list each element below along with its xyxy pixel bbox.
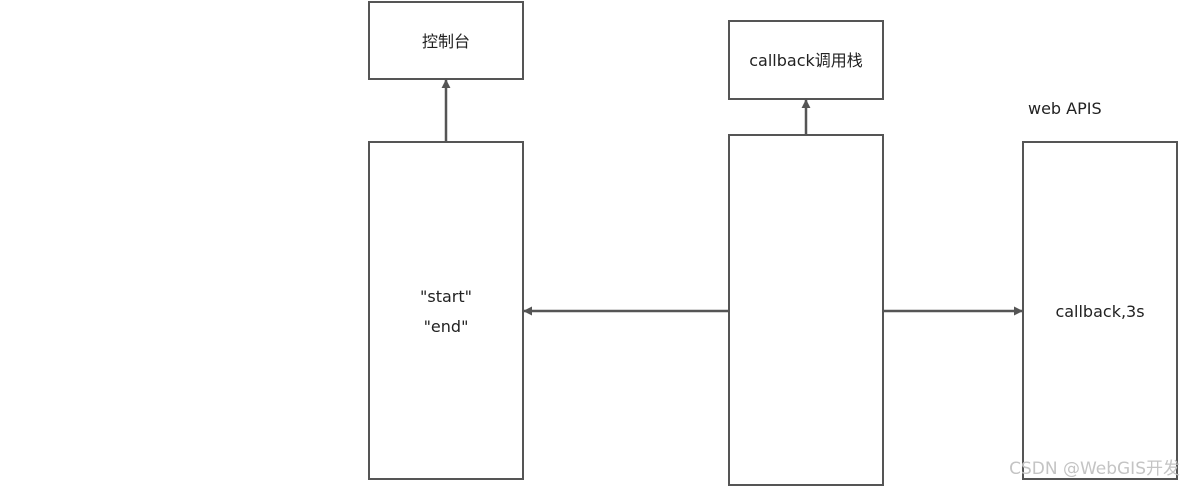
output-end-text: "end" [424,317,469,336]
web-apis-title: web APIS [1028,99,1102,118]
console-label: 控制台 [422,32,470,51]
callback-call-stack-label: callback调用栈 [749,51,863,70]
console-output-box: "start" "end" [368,141,524,480]
console-box: 控制台 [368,1,524,80]
web-api-box: callback,3s [1022,141,1178,480]
callback-call-stack-box: callback调用栈 [728,20,884,100]
csdn-watermark: CSDN @WebGIS开发 [1009,459,1180,479]
output-start-text: "start" [420,287,472,306]
web-api-callback-label: callback,3s [1055,302,1144,321]
call-stack-box [728,134,884,486]
